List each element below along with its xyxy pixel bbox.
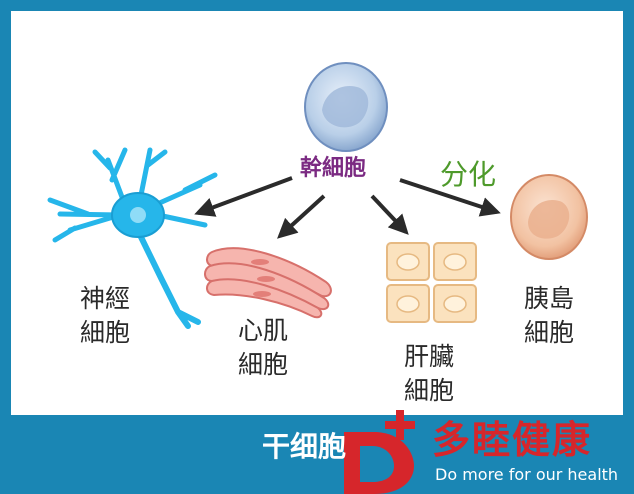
- brand-logo-icon: [344, 410, 415, 494]
- arrow-to-liver: [370, 194, 409, 235]
- heart-muscle-cell-icon: [204, 247, 332, 319]
- nerve-cell-icon: [47, 147, 218, 329]
- differentiation-label: 分化: [440, 158, 497, 191]
- nerve-cell-label: 神經 細胞: [80, 284, 131, 347]
- islet-cell-label: 胰島 細胞: [524, 284, 575, 347]
- arrow-to-nerve: [194, 176, 293, 217]
- islet-cell-icon: [510, 174, 588, 260]
- footer-bar: [0, 415, 634, 494]
- arrow-to-islet: [399, 178, 501, 217]
- liver-cell-icon: [386, 242, 477, 323]
- brand-slogan: Do more for our health: [435, 465, 619, 484]
- liver-cell-label: 肝臟 細胞: [404, 342, 455, 405]
- brand-name: 多睦健康: [432, 418, 593, 462]
- arrow-to-heart: [277, 194, 326, 239]
- stem-cell-label: 幹細胞: [300, 155, 367, 181]
- stem-cell-icon: [304, 62, 388, 152]
- heart-cell-label: 心肌 細胞: [238, 316, 289, 379]
- footer-caption: 干细胞: [262, 430, 347, 463]
